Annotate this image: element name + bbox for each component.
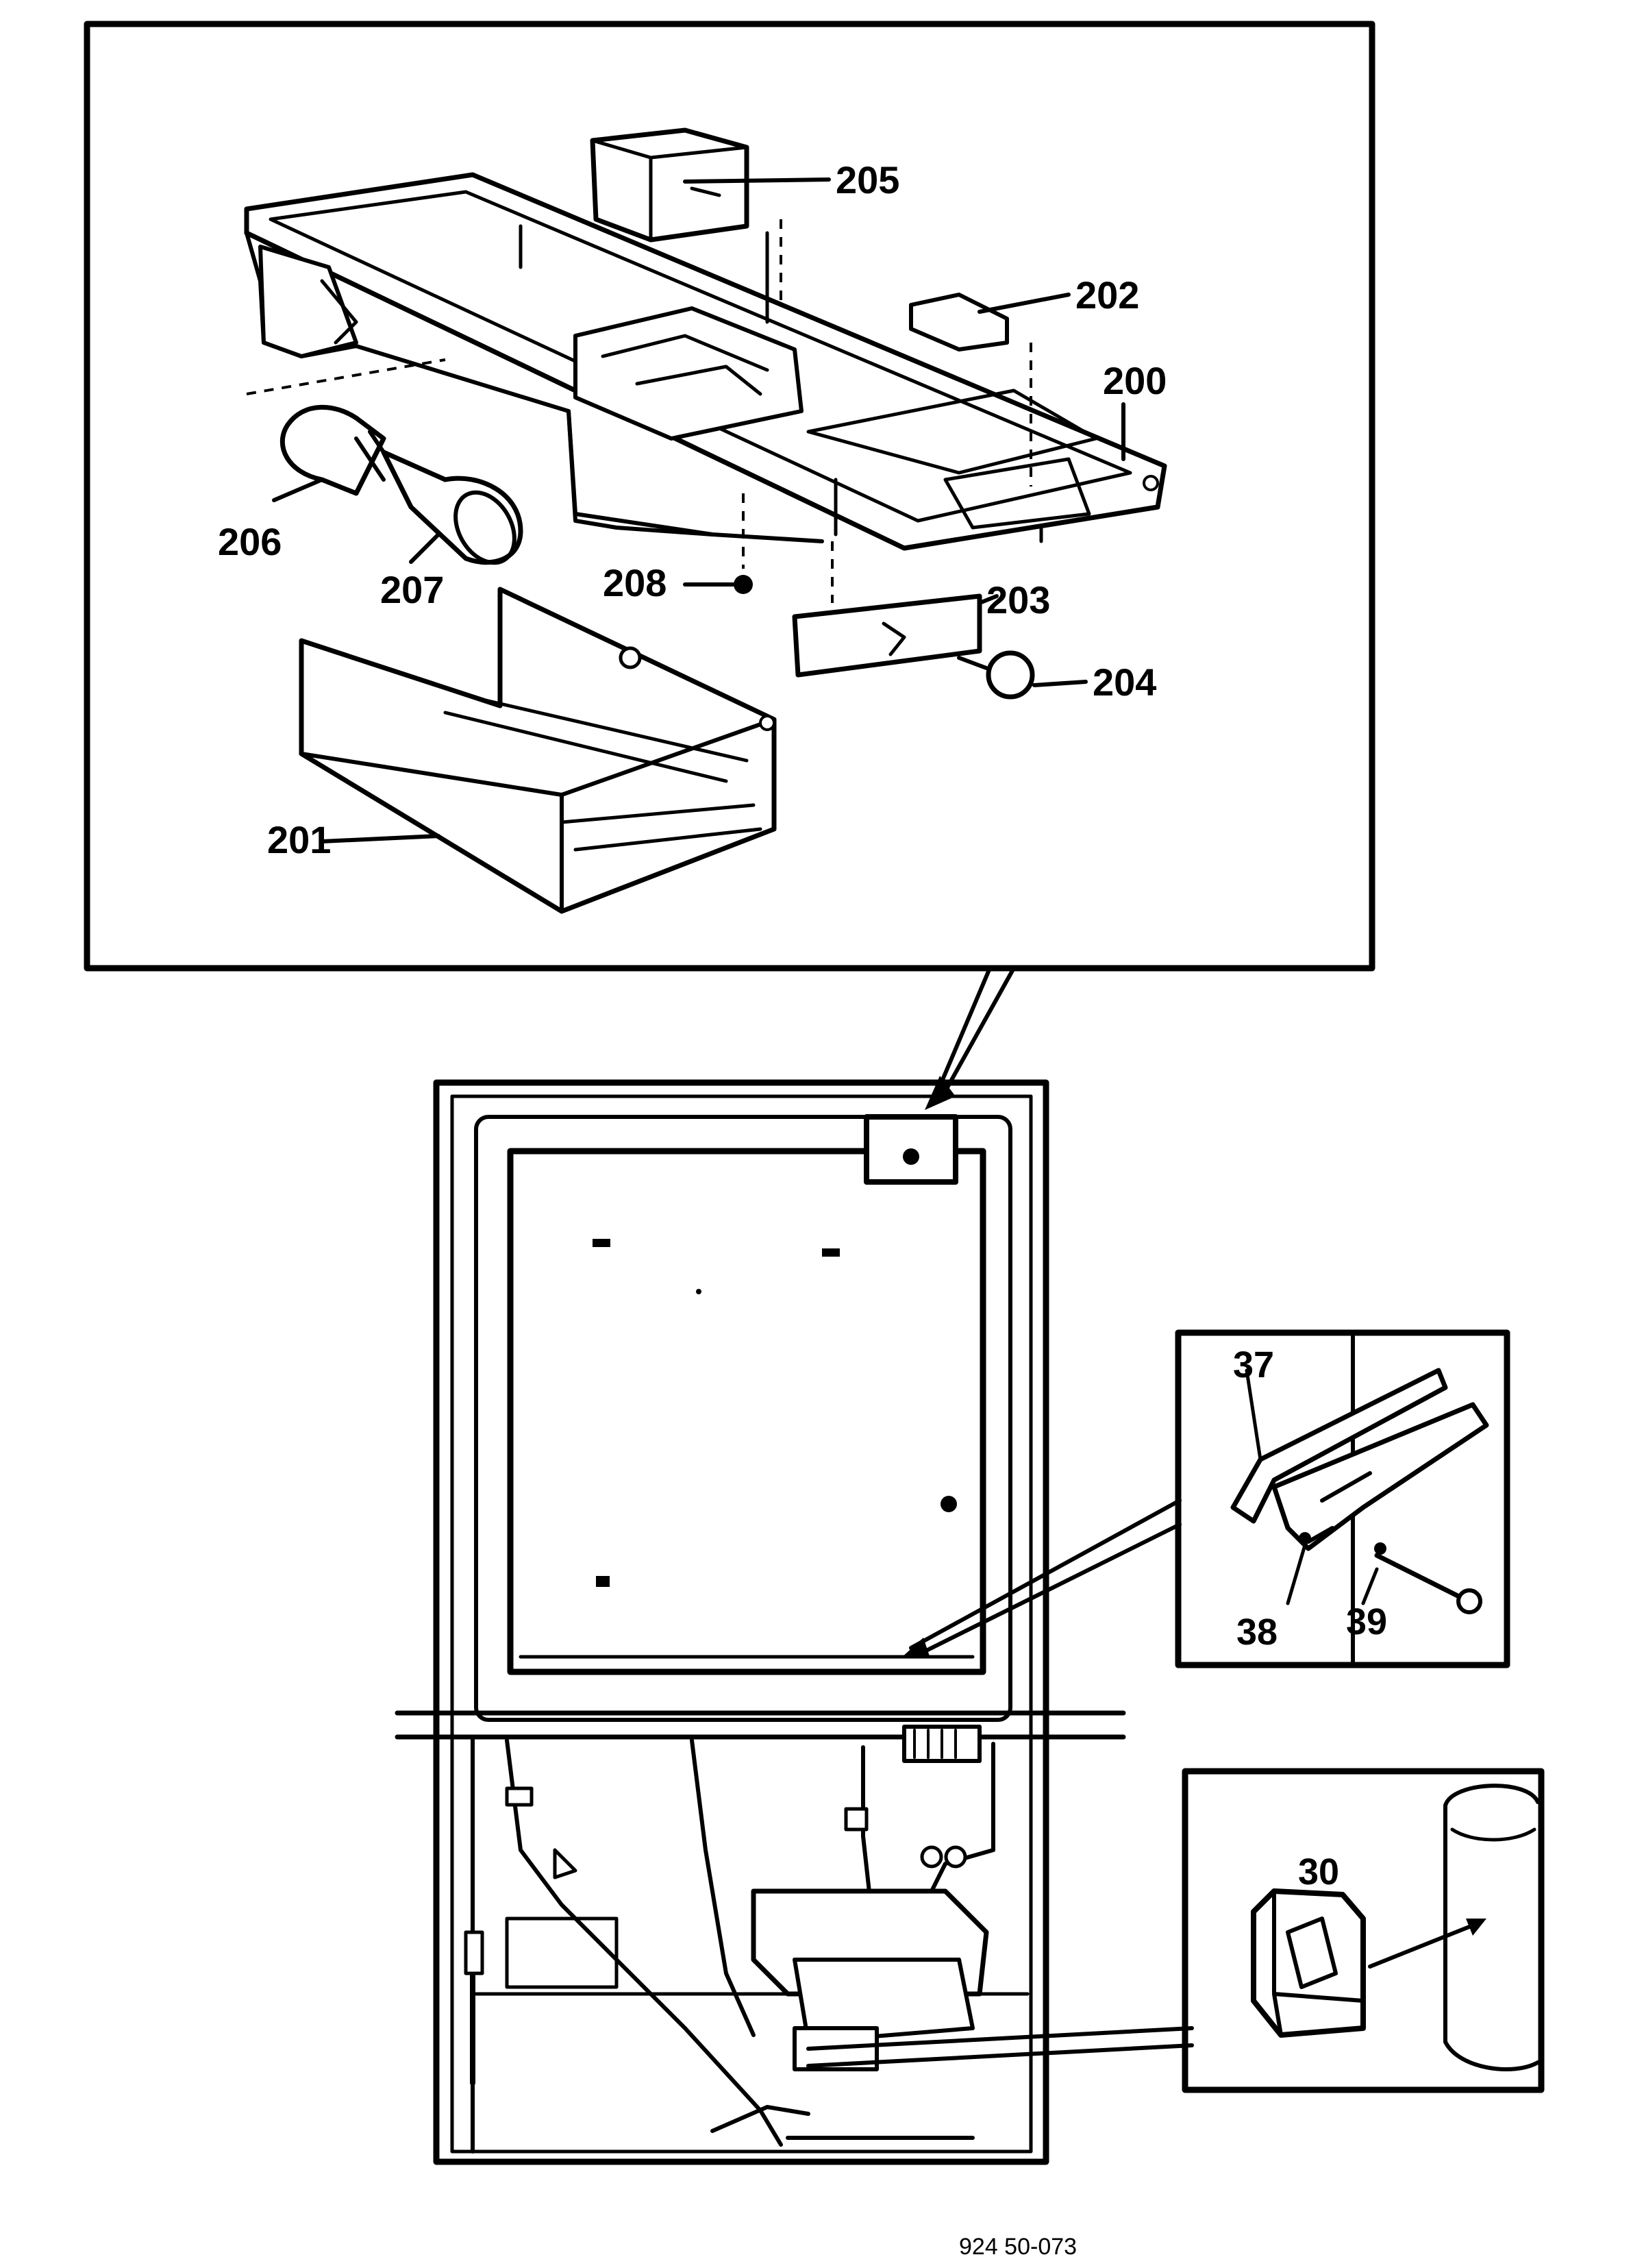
- light-housing-part-200: [244, 172, 1167, 551]
- compressor-relay-inset: 30: [1182, 1768, 1545, 2093]
- part-label-207: 207: [380, 568, 444, 611]
- hinge-pointer: [909, 1499, 1182, 1657]
- machine-compartment: [464, 1725, 1194, 2154]
- hinge-pointer-head: [901, 1638, 930, 1658]
- part-label-38: 38: [1236, 1612, 1278, 1653]
- top-leader-lines: [272, 177, 1125, 843]
- part-label-204: 204: [1093, 661, 1156, 704]
- top-detail-panel: 205 202 200 206 207 208 203 204 201: [84, 21, 1375, 972]
- part-label-205: 205: [836, 158, 899, 201]
- part-label-208: 208: [603, 561, 667, 604]
- clip-part-202: [909, 293, 1032, 486]
- part-label-202: 202: [1075, 273, 1139, 317]
- part-label-201: 201: [267, 818, 331, 861]
- bulb-part-204: [957, 650, 1035, 700]
- top-panel-pointer-head: [925, 1076, 956, 1110]
- bulb-part-207: [381, 449, 523, 565]
- part-label-30: 30: [1298, 1851, 1339, 1893]
- switch-part-205: [590, 127, 782, 308]
- part-label-206: 206: [218, 520, 282, 563]
- lamp-cover-part-201: [299, 587, 777, 914]
- drawing-code: 924 50-073: [959, 2234, 1077, 2260]
- lamp-holder-part-203: [792, 541, 982, 678]
- part-label-37: 37: [1233, 1344, 1274, 1385]
- refrigerator-cabinet: [395, 1079, 1194, 2165]
- lamp-socket-part-206: [246, 358, 446, 496]
- top-panel-pointer: [936, 966, 1016, 1096]
- part-label-39: 39: [1346, 1601, 1387, 1642]
- hinge-detail-inset: 37 38 39: [1175, 1329, 1510, 1668]
- screw-part-208: [734, 493, 753, 594]
- part-label-203: 203: [986, 578, 1050, 621]
- part-label-200: 200: [1103, 359, 1167, 402]
